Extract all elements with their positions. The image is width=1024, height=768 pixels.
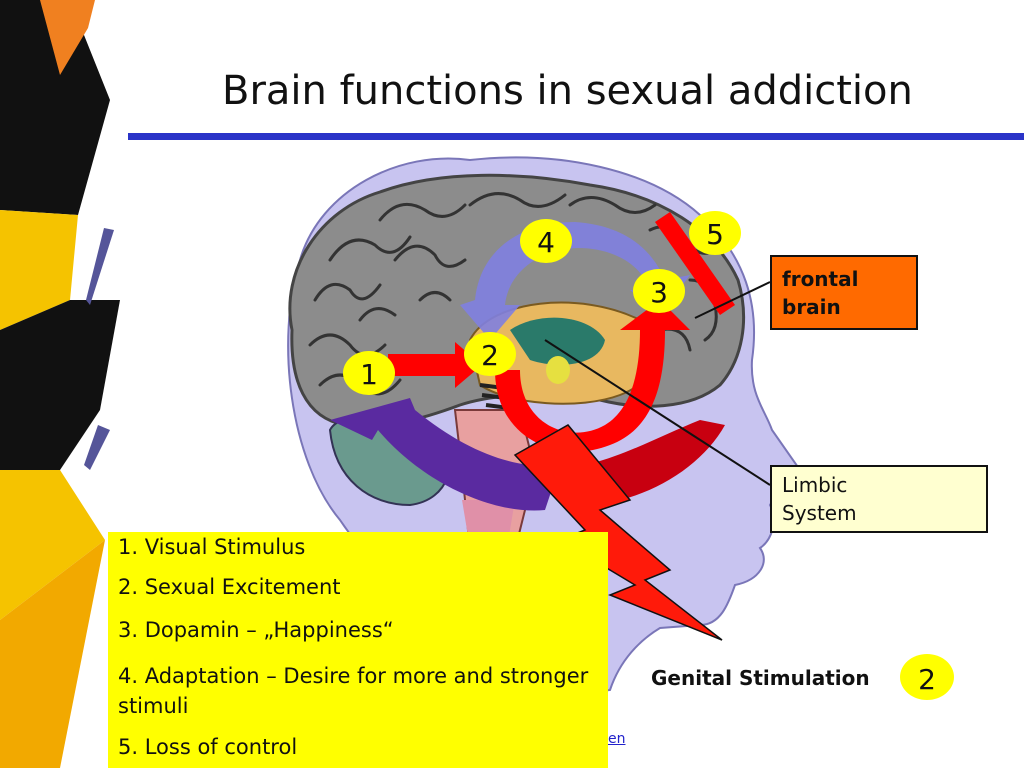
frontal-brain-callout: frontal brain [770, 255, 918, 330]
adaptation-arrow [460, 222, 690, 340]
limbic-label-line2: System [782, 501, 857, 525]
source-link[interactable]: en [608, 731, 626, 747]
badge-1: 1 [343, 351, 395, 395]
badge-3: 3 [633, 269, 685, 313]
legend-item-3: 3. Dopamin – „Happiness“ [118, 618, 394, 642]
limbic-label-line1: Limbic [782, 473, 848, 497]
badge-2: 2 [464, 332, 516, 376]
badge-3-label: 3 [650, 276, 668, 309]
badge-genital-label: 2 [918, 663, 936, 696]
slide-title: Brain functions in sexual addiction [222, 68, 913, 114]
frontal-leader-line [694, 281, 771, 319]
amygdala [546, 356, 570, 384]
frontal-brain-label-line2: brain [782, 295, 841, 319]
genital-stimulation-label: Genital Stimulation [651, 666, 870, 690]
legend-item-5: 5. Loss of control [118, 735, 298, 759]
badge-4: 4 [520, 219, 572, 263]
badge-4-label: 4 [537, 226, 555, 259]
limbic-system-callout: Limbic System [770, 465, 988, 533]
legend-item-4: 4. Adaptation – Desire for more and stro… [118, 664, 589, 718]
badge-5-label: 5 [706, 218, 724, 251]
thalamus [510, 317, 605, 365]
badge-5: 5 [689, 211, 741, 255]
limbic-leader-line [544, 339, 771, 486]
arrow-1-to-2 [388, 342, 482, 388]
badge-2-label: 2 [481, 339, 499, 372]
legend-box: 1. Visual Stimulus 2. Sexual Excitement … [108, 532, 608, 768]
left-decorative-band [0, 0, 120, 768]
dopamine-loop-arrow [495, 300, 690, 452]
badge-genital: 2 [900, 654, 954, 700]
title-underline [128, 133, 1024, 140]
frontal-brain-label-line1: frontal [782, 267, 859, 291]
legend-item-1: 1. Visual Stimulus [118, 535, 306, 559]
badge-1-label: 1 [360, 358, 378, 391]
loss-of-control-bar [655, 212, 735, 315]
visual-stimulus-arrow [330, 398, 560, 511]
legend-item-2: 2. Sexual Excitement [118, 575, 341, 599]
